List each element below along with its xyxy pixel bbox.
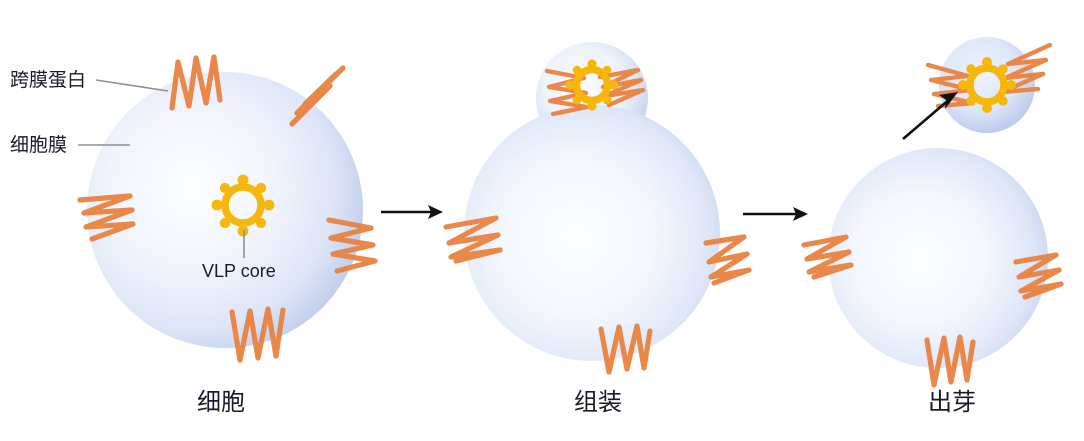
label-transmembrane-protein: 跨膜蛋白 bbox=[10, 69, 86, 91]
arrow-head-icon bbox=[793, 207, 808, 221]
transmembrane-protein-icon bbox=[598, 323, 653, 375]
label-cell-membrane: 细胞膜 bbox=[10, 134, 67, 156]
leader-line-transmembrane-protein bbox=[95, 79, 169, 92]
transmembrane-protein-group bbox=[77, 54, 378, 363]
stage-caption-budding: 出芽 bbox=[928, 389, 976, 416]
label-vlp-core: VLP core bbox=[202, 261, 276, 281]
transmembrane-protein-icon bbox=[924, 334, 976, 388]
transmembrane-protein-icon bbox=[169, 54, 223, 111]
stage-caption-cell: 细胞 bbox=[197, 389, 245, 416]
flow-arrow-1 bbox=[381, 205, 443, 219]
arrow-head-icon bbox=[428, 205, 443, 219]
cell-membrane-sphere bbox=[464, 105, 720, 361]
transmembrane-protein-icon bbox=[443, 215, 503, 264]
stage-budding: 出芽 bbox=[801, 37, 1064, 416]
transmembrane-protein-icon bbox=[544, 68, 590, 117]
vlp-core-icon bbox=[565, 59, 619, 111]
transmembrane-protein-icon bbox=[703, 234, 752, 286]
released-vlp bbox=[925, 37, 1053, 133]
arrow-shaft bbox=[902, 97, 952, 140]
cell-membrane-sphere bbox=[828, 148, 1048, 368]
transmembrane-protein-group bbox=[443, 67, 752, 375]
release-arrow bbox=[902, 92, 958, 140]
transmembrane-protein-icon bbox=[597, 67, 646, 108]
annotation-layer: 跨膜蛋白 细胞膜 VLP core bbox=[10, 69, 276, 281]
vlp-core-icon bbox=[211, 174, 275, 237]
flow-arrow-2 bbox=[743, 207, 808, 221]
stage-cell: 细胞 bbox=[77, 54, 378, 416]
arrow-head-icon bbox=[939, 92, 958, 109]
transmembrane-protein-group bbox=[801, 234, 1064, 388]
vlp-core-icon bbox=[958, 57, 1016, 113]
stage-assembly: 组装 bbox=[443, 42, 752, 416]
stage-caption-assembly: 组装 bbox=[574, 389, 622, 416]
transmembrane-protein-icon bbox=[77, 193, 136, 242]
transmembrane-protein-icon bbox=[326, 217, 378, 274]
transmembrane-protein-icon bbox=[1013, 252, 1064, 300]
transmembrane-protein-icon bbox=[801, 234, 854, 280]
transmembrane-protein-icon bbox=[229, 306, 286, 363]
transmembrane-protein-icon bbox=[289, 65, 346, 127]
